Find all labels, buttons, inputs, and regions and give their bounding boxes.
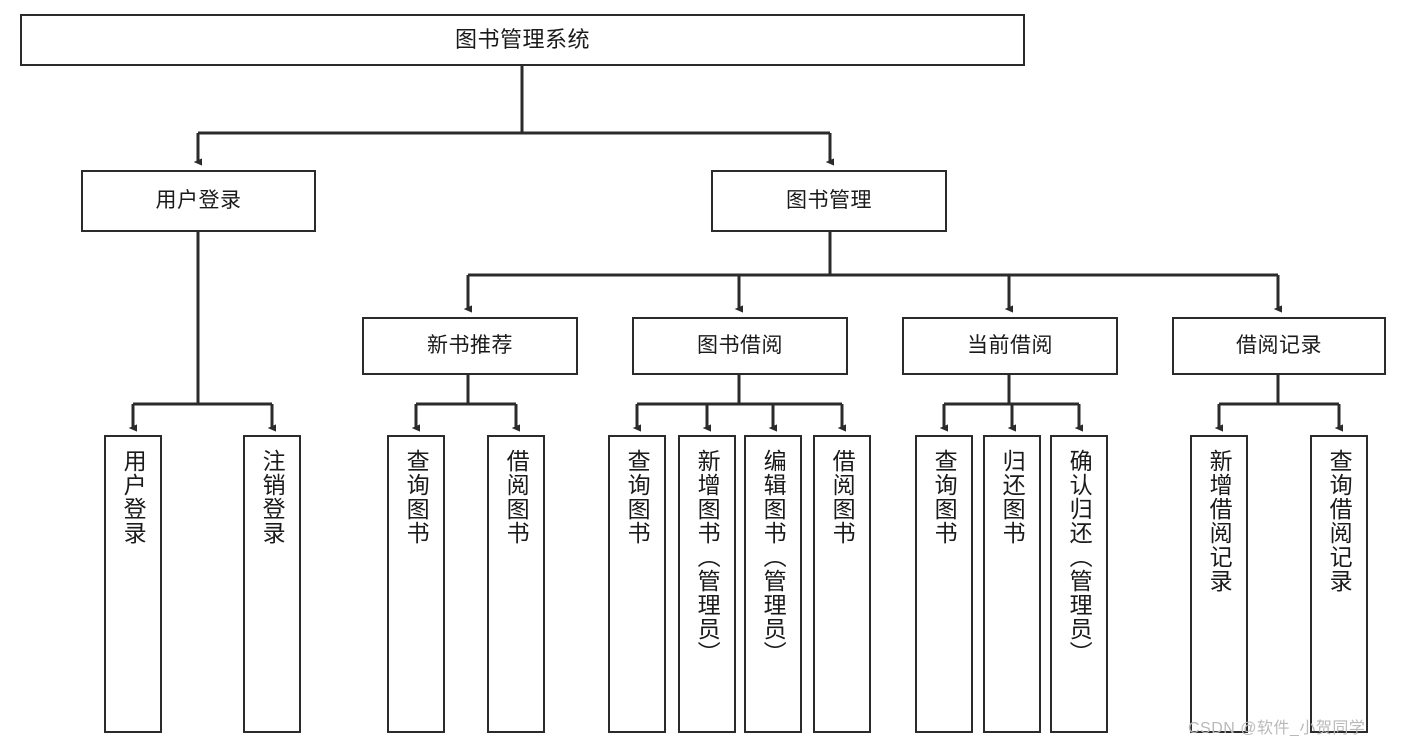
node-label: 查询图书 bbox=[931, 449, 958, 545]
leaf-record-query-borrow-record[interactable]: 查询借阅记录 bbox=[1310, 435, 1368, 733]
leaf-borrow-borrow-book[interactable]: 借阅图书 bbox=[813, 435, 871, 733]
node-label: 借阅图书 bbox=[503, 449, 530, 545]
node-label: 图书管理系统 bbox=[454, 27, 590, 53]
node-label: 查询图书 bbox=[624, 449, 651, 545]
node-label: 新书推荐 bbox=[427, 333, 513, 357]
node-label: 当前借阅 bbox=[967, 333, 1053, 357]
leaf-current-confirm-return-admin[interactable]: 确认归还（管理员） bbox=[1050, 435, 1108, 733]
node-new-book-recommend[interactable]: 新书推荐 bbox=[362, 317, 578, 375]
leaf-user-login[interactable]: 用户登录 bbox=[104, 435, 162, 733]
node-user-login[interactable]: 用户登录 bbox=[81, 170, 316, 232]
node-label: 用户登录 bbox=[120, 449, 147, 545]
leaf-current-return-book[interactable]: 归还图书 bbox=[983, 435, 1041, 733]
node-label: 新增图书（管理员） bbox=[694, 449, 721, 665]
node-label: 查询借阅记录 bbox=[1326, 449, 1353, 593]
leaf-borrow-add-book-admin[interactable]: 新增图书（管理员） bbox=[678, 435, 736, 733]
leaf-borrow-edit-book-admin[interactable]: 编辑图书（管理员） bbox=[744, 435, 802, 733]
node-label: 查询图书 bbox=[403, 449, 430, 545]
node-label: 图书借阅 bbox=[697, 333, 783, 357]
leaf-borrow-query-book[interactable]: 查询图书 bbox=[608, 435, 666, 733]
node-label: 借阅图书 bbox=[829, 449, 856, 545]
node-book-borrow[interactable]: 图书借阅 bbox=[632, 317, 848, 375]
leaf-current-query-book[interactable]: 查询图书 bbox=[915, 435, 973, 733]
node-label: 借阅记录 bbox=[1236, 333, 1322, 357]
node-book-manage[interactable]: 图书管理 bbox=[711, 170, 947, 232]
node-current-borrow[interactable]: 当前借阅 bbox=[902, 317, 1118, 375]
node-label: 新增借阅记录 bbox=[1206, 449, 1233, 593]
node-label: 编辑图书（管理员） bbox=[760, 449, 787, 665]
node-label: 用户登录 bbox=[155, 188, 242, 212]
node-label: 归还图书 bbox=[999, 449, 1026, 545]
leaf-recommend-query-book[interactable]: 查询图书 bbox=[387, 435, 445, 733]
node-label: 确认归还（管理员） bbox=[1066, 449, 1093, 665]
node-root-system[interactable]: 图书管理系统 bbox=[20, 14, 1025, 66]
leaf-recommend-borrow-book[interactable]: 借阅图书 bbox=[487, 435, 545, 733]
leaf-record-add-borrow-record[interactable]: 新增借阅记录 bbox=[1190, 435, 1248, 733]
node-label: 注销登录 bbox=[259, 449, 286, 545]
node-borrow-record[interactable]: 借阅记录 bbox=[1172, 317, 1386, 375]
leaf-user-logout[interactable]: 注销登录 bbox=[243, 435, 301, 733]
watermark: CSDN @软件_小贺同学 bbox=[1188, 720, 1366, 737]
node-label: 图书管理 bbox=[786, 188, 872, 212]
